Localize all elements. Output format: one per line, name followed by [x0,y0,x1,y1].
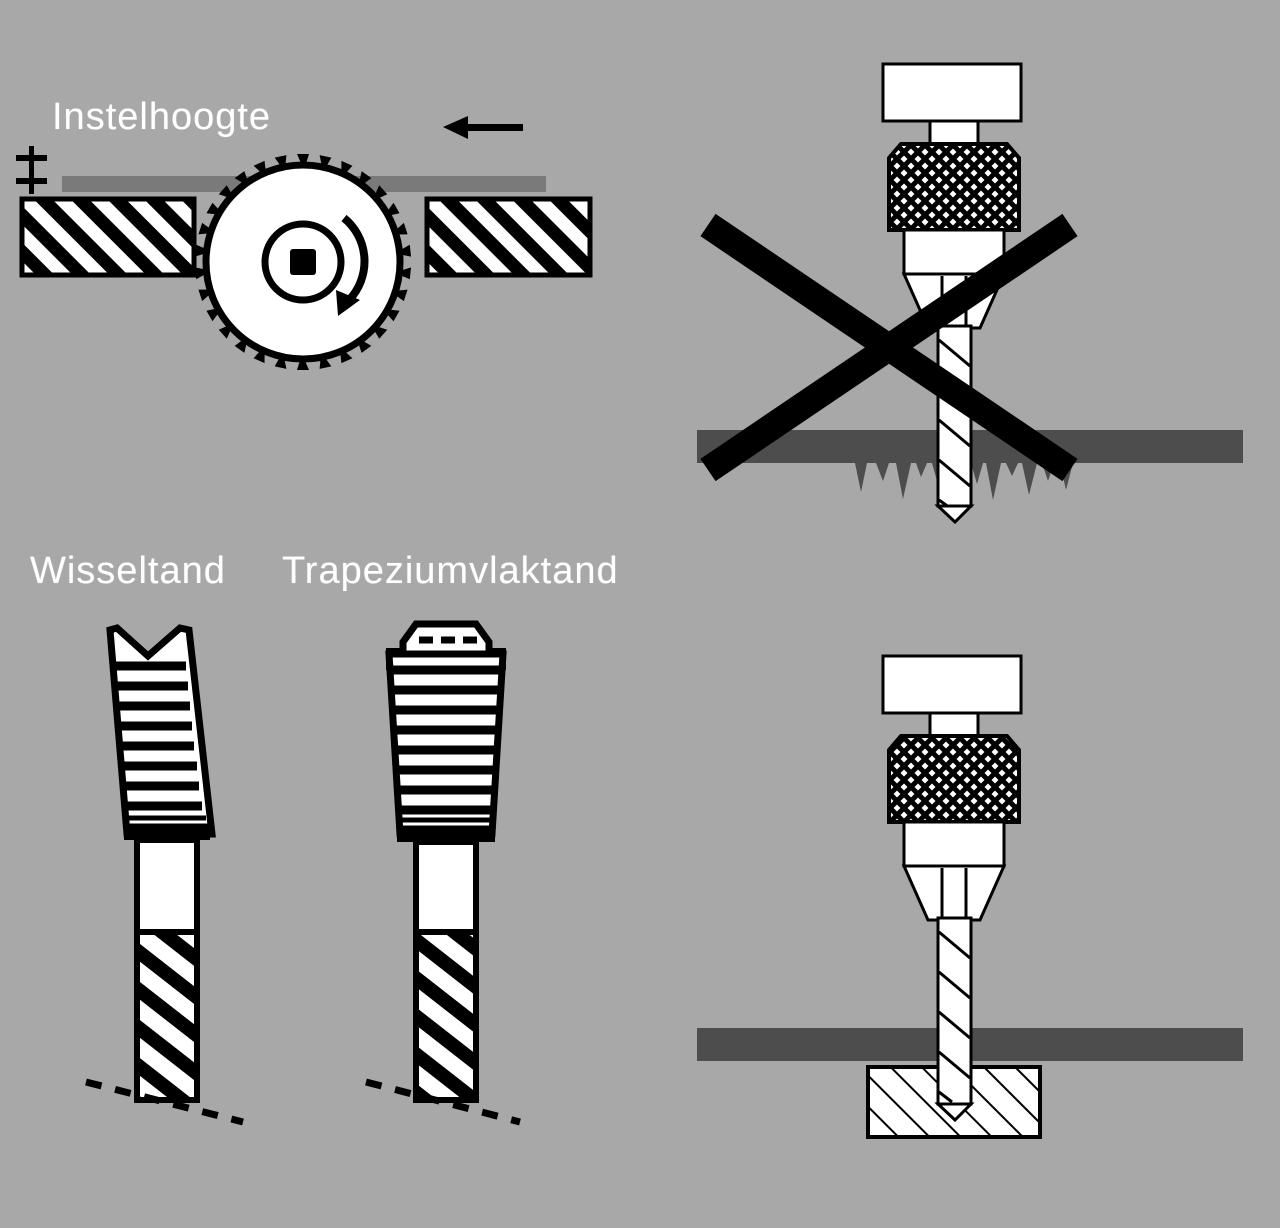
prohibition-x [700,213,1078,482]
drill-press-quill [881,62,1023,146]
drilling-incorrect-drawing [697,62,1243,525]
tooth-profile-trapeziumvlaktand [365,620,521,1126]
saw-blade [194,154,412,370]
label-wisseltand: Wisseltand [30,550,226,592]
drill-press-quill [881,654,1023,738]
feed-direction-arrow [443,116,523,139]
panel-drilling-incorrect [680,40,1260,525]
left-support-block [19,196,197,278]
rotation-arrow [336,214,369,316]
tooth-profiles-drawing [85,620,521,1126]
panel-drilling-correct [680,640,1260,1160]
panel-saw-setting-height: Instelhoogte [0,0,620,400]
label-instelhoogte: Instelhoogte [52,96,272,138]
twist-drill-bit [934,916,975,1123]
height-dimension-symbol [16,146,47,194]
tooth-profile-wisseltand [85,624,244,1126]
right-support-block [424,196,593,278]
drilling-correct-drawing [697,654,1243,1139]
ground-line [365,1078,521,1126]
label-trapeziumvlaktand: Trapeziumvlaktand [282,550,619,592]
ground-line [85,1078,244,1126]
twist-drill-bit [934,324,975,525]
panel-tooth-profiles: Wisseltand Trapeziumvlaktand [0,530,620,1170]
saw-setting-height-drawing [16,116,593,370]
drill-chuck [887,734,1021,922]
